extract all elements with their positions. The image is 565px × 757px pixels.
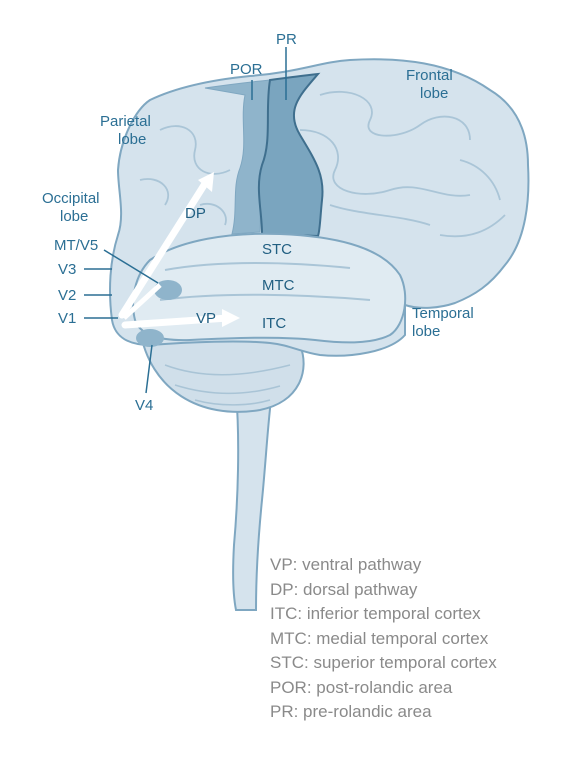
label-pr: PR bbox=[276, 31, 297, 48]
label-parietal-lobe: Parietal bbox=[100, 113, 151, 130]
label-stc: STC bbox=[262, 241, 292, 258]
label-vp: VP bbox=[196, 310, 216, 327]
label-itc: ITC bbox=[262, 315, 286, 332]
label-frontal-lobe-2: lobe bbox=[420, 85, 448, 102]
legend-item-dp: DP: dorsal pathway bbox=[270, 578, 497, 603]
label-temporal-lobe: Temporal bbox=[412, 305, 474, 322]
legend-item-mtc: MTC: medial temporal cortex bbox=[270, 627, 497, 652]
label-occipital-lobe-2: lobe bbox=[60, 208, 88, 225]
label-occipital-lobe: Occipital bbox=[42, 190, 100, 207]
label-frontal-lobe: Frontal bbox=[406, 67, 453, 84]
label-por: POR bbox=[230, 61, 263, 78]
brain-stem bbox=[233, 392, 272, 610]
label-parietal-lobe-2: lobe bbox=[118, 131, 146, 148]
legend-item-por: POR: post-rolandic area bbox=[270, 676, 497, 701]
label-mt-v5: MT/V5 bbox=[54, 237, 98, 254]
label-v1: V1 bbox=[58, 310, 76, 327]
label-temporal-lobe-2: lobe bbox=[412, 323, 440, 340]
label-dp: DP bbox=[185, 205, 206, 222]
legend-item-itc: ITC: inferior temporal cortex bbox=[270, 602, 497, 627]
label-v2: V2 bbox=[58, 287, 76, 304]
label-mtc: MTC bbox=[262, 277, 295, 294]
label-v3: V3 bbox=[58, 261, 76, 278]
label-v4: V4 bbox=[135, 397, 153, 414]
legend-item-vp: VP: ventral pathway bbox=[270, 553, 497, 578]
legend-item-stc: STC: superior temporal cortex bbox=[270, 651, 497, 676]
legend-item-pr: PR: pre-rolandic area bbox=[270, 700, 497, 725]
v4-region bbox=[136, 329, 164, 347]
abbreviation-legend: VP: ventral pathway DP: dorsal pathway I… bbox=[270, 553, 497, 725]
